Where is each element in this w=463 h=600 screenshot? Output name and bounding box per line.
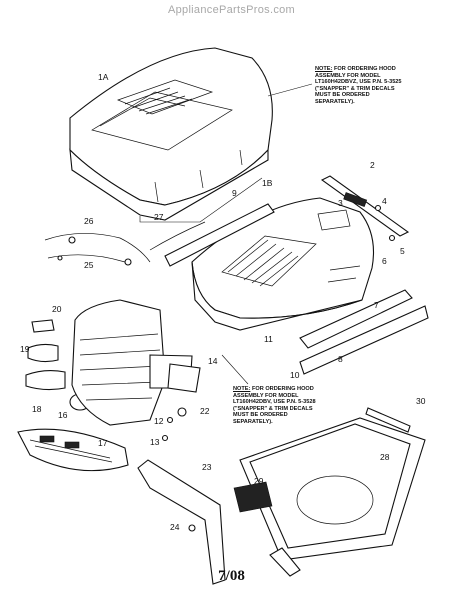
callout-27: 27 [154,212,164,222]
fastener-22 [177,407,187,417]
callout-9: 9 [232,188,237,198]
callout-4: 4 [382,196,387,206]
hood-1b [191,197,375,331]
callout-29: 29 [254,476,264,486]
note-top-heading: NOTE: [315,66,333,72]
note-bottom: NOTE: FOR ORDERING HOOD ASSEMBLY FOR MOD… [233,386,323,426]
note-top-body: FOR ORDERING HOOD ASSEMBLY FOR MODEL LT1… [315,66,402,105]
callout-12: 12 [154,416,164,426]
cable-27 [149,221,206,251]
callout-3: 3 [338,198,343,208]
callout-14: 14 [208,356,218,366]
page-number: 7/08 [218,568,245,584]
callout-30: 30 [416,396,426,406]
callout-24: 24 [170,522,180,532]
grip-30 [365,407,411,433]
fastener-12 [166,416,174,424]
hood-1a [69,47,273,223]
note-bottom-heading: NOTE: [233,386,251,392]
decal-3 [343,192,368,207]
fastener-13 [161,434,169,442]
callout-20: 20 [52,304,62,314]
callout-11: 11 [264,334,273,344]
callout-17: 17 [98,438,108,448]
lower-grille-17 [17,428,129,472]
reflector-19 [27,343,59,363]
callout-13: 13 [150,437,160,447]
bolt-4 [374,204,382,212]
callout-1b: 1B [262,178,273,188]
bolt-24 [188,524,196,532]
callout-26: 26 [84,216,94,226]
hood-rod-2 [320,175,410,237]
gasket-strip-9 [164,203,275,267]
callout-16: 16 [58,410,68,420]
lens-20 [31,319,55,333]
block-29 [233,481,273,513]
grille [71,299,193,426]
callout-1a: 1A [98,72,109,82]
headlight-18 [25,369,66,391]
bracket-14 [167,363,201,393]
callout-18: 18 [32,404,42,414]
callout-8: 8 [338,354,343,364]
note-top: NOTE: FOR ORDERING HOOD ASSEMBLY FOR MOD… [315,66,405,106]
callout-22: 22 [200,406,210,416]
callout-25: 25 [84,260,94,270]
bracket-23 [137,459,226,585]
callout-10: 10 [290,370,300,380]
callout-5: 5 [400,246,405,256]
watermark: AppliancePartsPros.com [167,4,296,16]
nut-5 [388,234,396,242]
callout-6: 6 [382,256,387,266]
callout-2: 2 [370,160,375,170]
wire-harness-26 [44,233,151,266]
side-trim-10 [299,305,429,375]
callout-7: 7 [374,300,379,310]
note-bottom-body: FOR ORDERING HOOD ASSEMBLY FOR MODEL LT1… [233,386,316,425]
side-rail-8 [299,289,413,349]
tray-28 [239,417,426,577]
callout-19: 19 [20,344,30,354]
callout-28: 28 [380,452,390,462]
callout-23: 23 [202,462,212,472]
